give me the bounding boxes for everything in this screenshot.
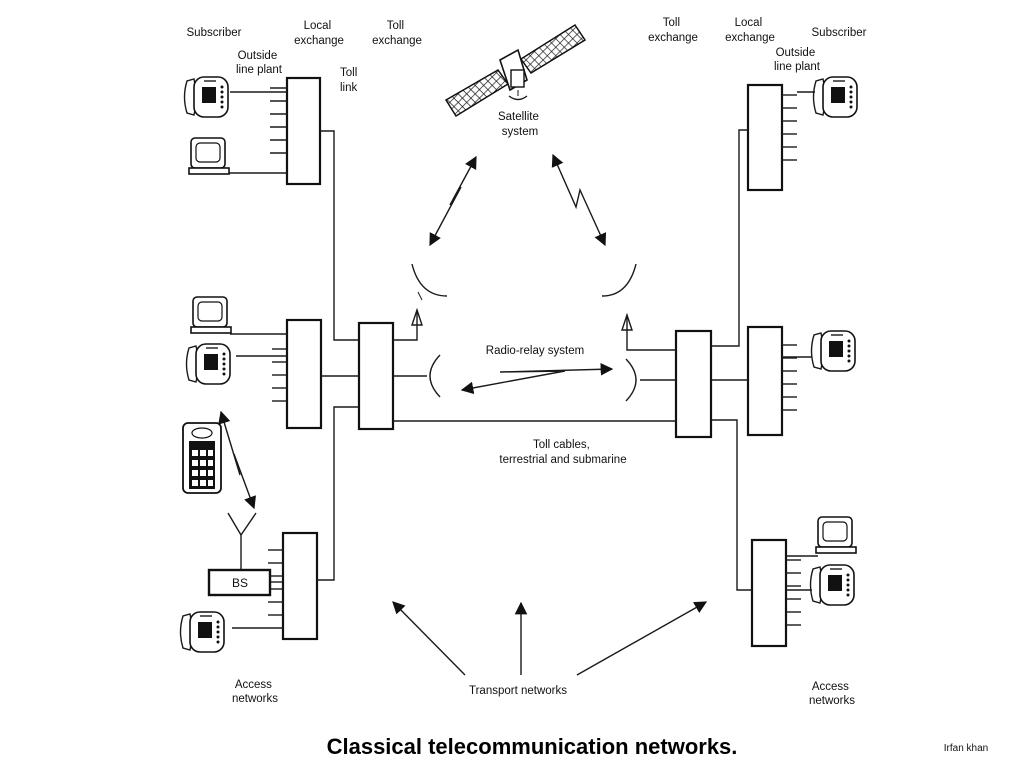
line-stubs-left-top <box>270 87 287 154</box>
earth-station-right <box>601 263 676 351</box>
local-exchange-label-left: Local exchange <box>294 20 344 47</box>
toll-exchange-right <box>674 329 713 439</box>
earth-station-left <box>393 263 448 341</box>
toll-exchange-label-right: Toll exchange <box>648 17 698 44</box>
mobile-phone-icon <box>182 422 222 494</box>
telephone-icon <box>179 611 225 653</box>
telephone-icon <box>810 330 856 372</box>
subscriber-label-right: Subscriber <box>812 27 867 39</box>
terminal-icon <box>190 296 232 334</box>
line-stubs-left-mid <box>272 348 287 402</box>
toll-exchange-left <box>357 321 395 431</box>
trunk-lines <box>317 129 752 591</box>
base-station-box <box>207 568 272 597</box>
local-exchange-left-mid <box>285 318 323 430</box>
radio-relay-link <box>460 363 614 395</box>
base-station-label: BS <box>232 576 248 590</box>
telephone-icon <box>809 564 855 606</box>
local-exchange-left-top <box>285 76 322 186</box>
transport-networks-label: Transport networks <box>469 685 567 697</box>
line-stubs-right-top <box>782 94 797 161</box>
base-station-antenna-icon <box>227 512 257 570</box>
access-networks-label-left: Access networks <box>232 679 278 705</box>
local-exchange-left-bottom <box>281 531 319 641</box>
access-networks-label-right: Access networks <box>809 681 855 707</box>
local-exchange-right-bottom <box>750 538 788 648</box>
author-credit: Irfan khan <box>944 743 988 754</box>
toll-cables-label: Toll cables, terrestrial and submarine <box>499 439 626 466</box>
radio-relay-label: Radio-relay system <box>486 345 584 357</box>
satellite-link-right <box>551 153 607 247</box>
mobile-radio-link <box>218 410 256 510</box>
toll-link-label: Toll link <box>340 67 360 94</box>
outside-line-plant-label-right: Outside line plant <box>774 47 821 73</box>
subscriber-label-left: Subscriber <box>187 27 242 39</box>
line-stubs-right-mid <box>782 344 797 411</box>
local-exchange-label-right: Local exchange <box>725 17 775 44</box>
telephone-icon <box>185 343 231 385</box>
transport-network-arrows <box>392 601 708 676</box>
local-exchange-right-top <box>746 83 784 192</box>
terminal-icon <box>188 137 230 175</box>
terminal-icon <box>815 516 857 554</box>
satellite-link-left <box>429 155 477 247</box>
telephone-icon <box>183 76 229 118</box>
subscriber-lines <box>226 91 818 629</box>
telephone-icon <box>812 76 858 118</box>
outside-line-plant-label-left: Outside line plant <box>236 50 283 76</box>
local-exchange-right-mid <box>746 325 784 437</box>
radio-relay-antennas <box>393 354 676 402</box>
satellite-system-label: Satellite system <box>498 111 542 138</box>
toll-exchange-label-left: Toll exchange <box>372 20 422 47</box>
satellite-icon <box>444 23 587 118</box>
page-title: Classical telecommunication networks. <box>327 734 738 759</box>
line-stubs-right-bottom <box>786 559 801 626</box>
